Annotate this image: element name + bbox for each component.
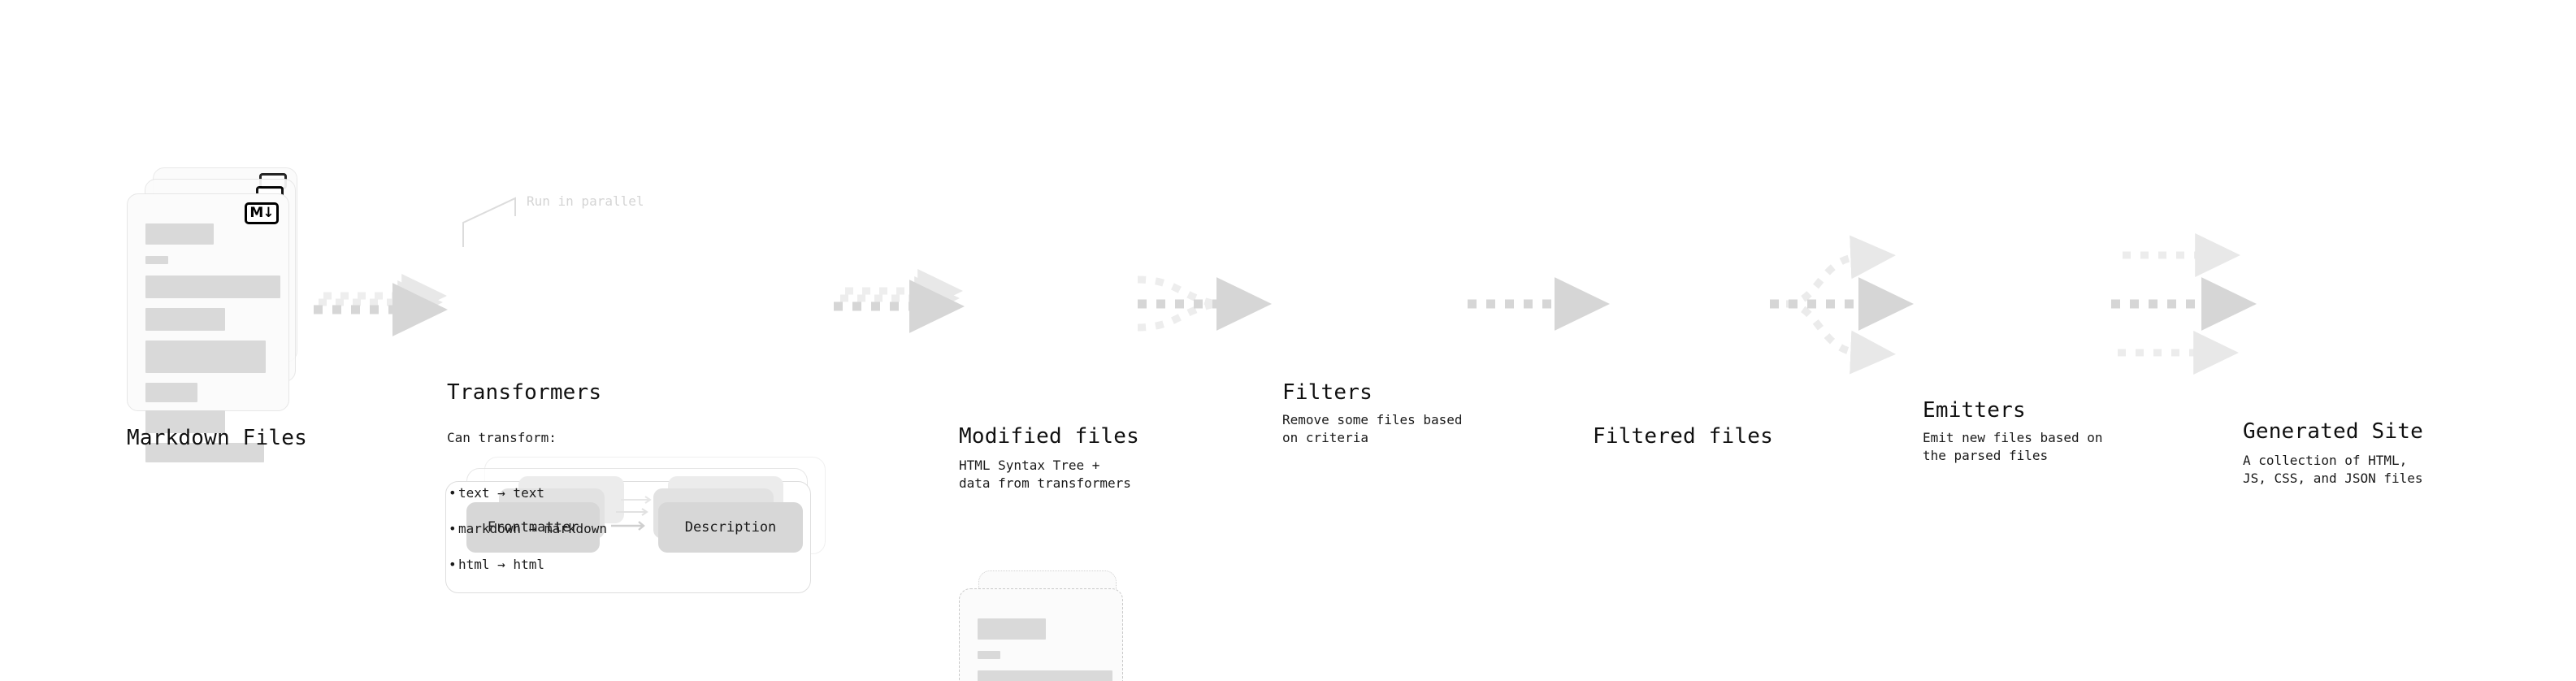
caption-transformers: Transformers	[447, 380, 602, 405]
transformers-sub-line: Can transform:	[447, 430, 557, 445]
doc-bar	[145, 340, 266, 373]
subtitle-emitters: Emit new files based on the parsed files	[1923, 430, 2103, 463]
stage-modified-files	[959, 570, 1146, 681]
subtitle-modified-files: HTML Syntax Tree + data from transformer…	[959, 458, 1131, 491]
markdown-icon: M↓	[245, 202, 279, 224]
caption-filtered-files: Filtered files	[1593, 424, 1773, 449]
transformers-bullet: text → text	[447, 484, 607, 502]
transformers-bullet: markdown → markdown	[447, 520, 607, 538]
document-sheet-front	[959, 588, 1123, 681]
doc-bar	[145, 308, 225, 331]
stage-markdown-files: M↓	[127, 167, 314, 462]
caption-markdown-files: Markdown Files	[127, 426, 307, 450]
caption-filters: Filters	[1282, 380, 1373, 405]
caption-generated-site: Generated Site	[2243, 419, 2423, 444]
doc-bar	[978, 651, 1000, 659]
doc-bar	[145, 223, 214, 245]
doc-bar	[978, 670, 1112, 681]
transformers-bullet-list: text → text markdown → markdown html → h…	[447, 466, 607, 592]
subtitle-filters: Remove some files based on criteria	[1282, 412, 1463, 445]
connector-filtered-to-emitters	[1770, 235, 1914, 375]
connector-transformers-to-modified	[834, 269, 965, 333]
doc-bar	[978, 618, 1046, 640]
caption-modified-files: Modified files	[959, 424, 1139, 449]
transformers-bullet: html → html	[447, 556, 607, 574]
document-sheet-front: M↓	[127, 193, 289, 462]
inner-connector-arrows	[611, 496, 652, 531]
document-content	[128, 194, 288, 462]
connector-emitters-to-site	[2111, 233, 2257, 375]
doc-bar	[145, 443, 264, 462]
caption-emitters: Emitters	[1923, 398, 2026, 423]
pill-description[interactable]: Description	[658, 502, 803, 553]
parallel-bracket	[462, 197, 516, 247]
subtitle-generated-site: A collection of HTML, JS, CSS, and JSON …	[2243, 453, 2423, 486]
subtitle-transformers: Can transform: text → text markdown → ma…	[447, 411, 607, 609]
doc-bar	[145, 275, 280, 298]
connector-modified-to-filters	[1137, 275, 1272, 332]
doc-bar	[145, 383, 197, 402]
connector-markdown-to-transformers	[314, 274, 448, 336]
document-content	[960, 589, 1122, 681]
doc-bar	[145, 410, 225, 433]
label-run-in-parallel: Run in parallel	[527, 193, 644, 209]
doc-bar	[145, 256, 168, 264]
